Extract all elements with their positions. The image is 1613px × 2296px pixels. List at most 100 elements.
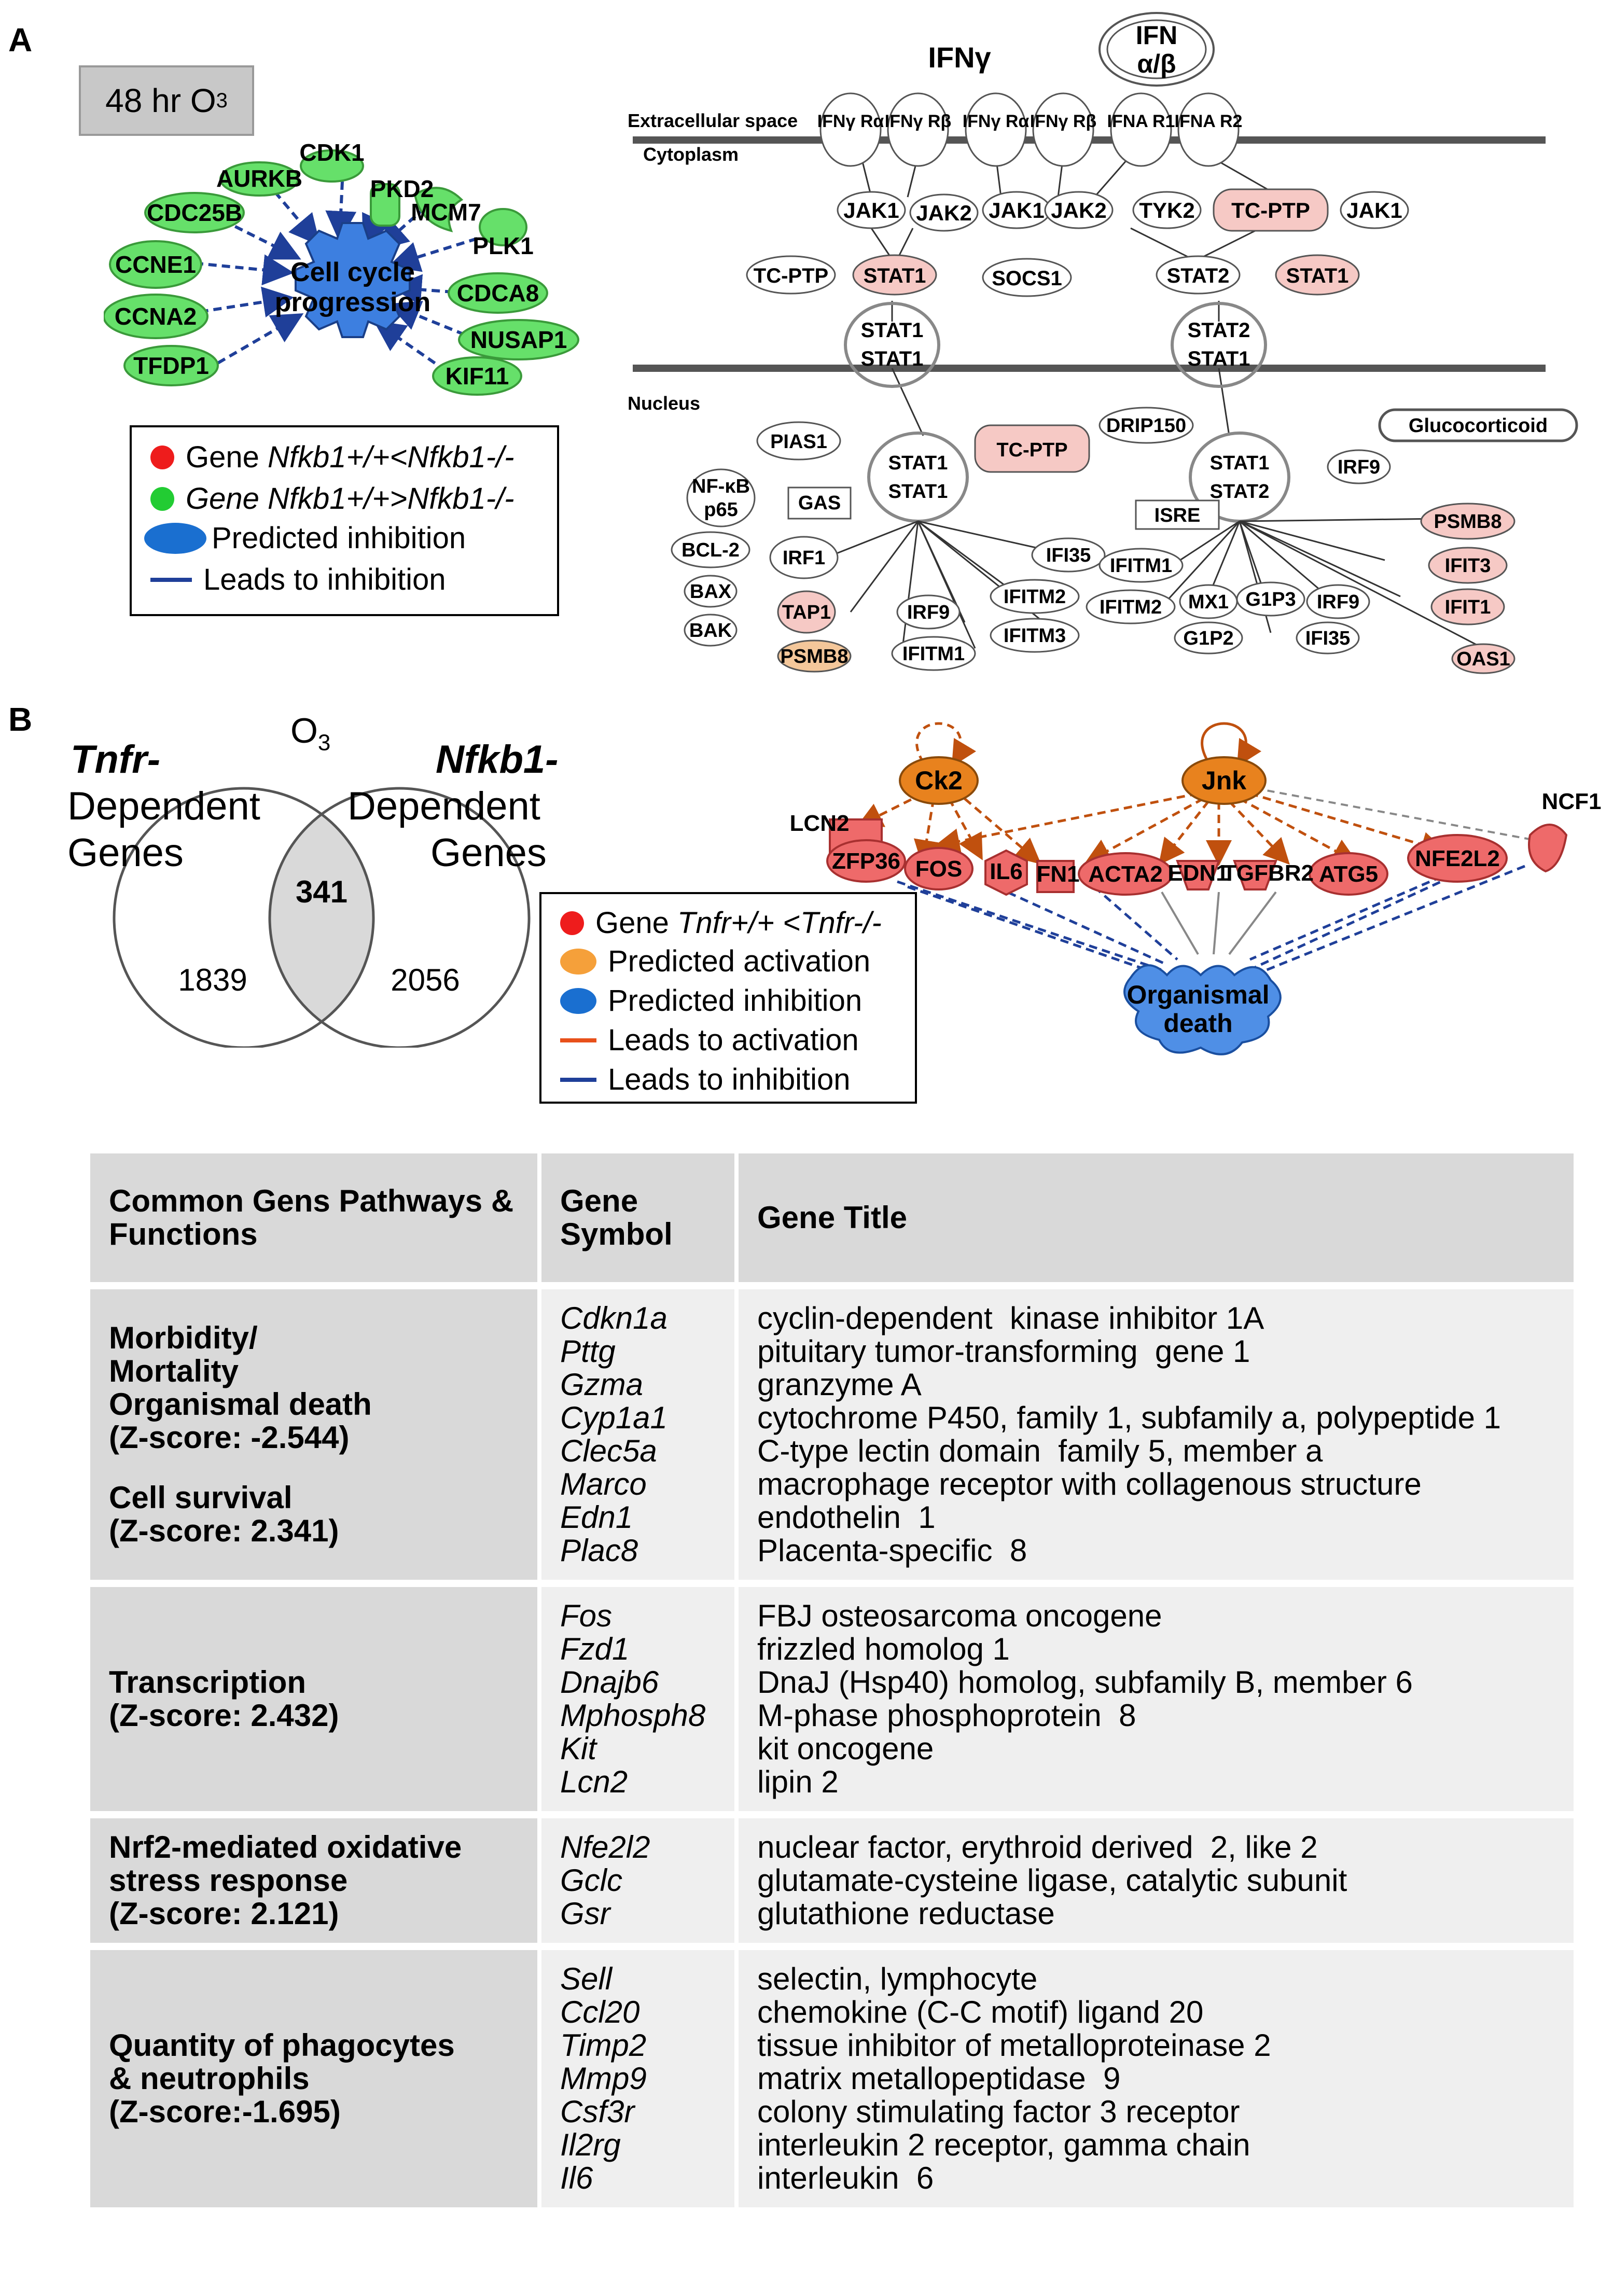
gene-symbol: Mphosph8 xyxy=(560,1698,706,1733)
gene-label-cdc25b: CDC25B xyxy=(147,199,242,226)
nuc-left-tap1: TAP1 xyxy=(782,602,831,623)
ifnab-node xyxy=(1098,12,1215,87)
receptor-label-2: IFNγ Rβ xyxy=(885,112,951,131)
legend-b-gene: Tnfr+/+ <Tnfr-/- xyxy=(677,906,882,940)
nuc-left-psmb8: PSMB8 xyxy=(781,646,849,667)
header-gene-title: Gene Title xyxy=(739,1153,1574,1282)
gene-node-nusap1 xyxy=(458,319,579,360)
receptor-label-1: IFNγ Rα xyxy=(817,112,884,131)
venn-right-title: Nfkb1- xyxy=(436,737,559,782)
nuc-left-bcl2: BCL-2 xyxy=(682,539,740,561)
legend-b-prefix: Gene xyxy=(595,906,677,940)
legend-b-leads-activation: Leads to activation xyxy=(608,1023,859,1057)
gene-title: interleukin 6 xyxy=(757,2161,934,2195)
nuc-right-g1p2: G1P2 xyxy=(1183,628,1233,649)
gene-symbol: Mmp9 xyxy=(560,2061,647,2096)
o3-subscript: 3 xyxy=(317,730,331,756)
gene-node-cdk1 xyxy=(300,149,364,183)
gene-node-mcm7 xyxy=(413,187,464,232)
gene-node-aurkb xyxy=(219,161,299,197)
nuc-right-ifit1: IFIT1 xyxy=(1445,596,1491,618)
gene-title: pituitary tumor-transforming gene 1 xyxy=(757,1334,1250,1369)
acta2-label: ACTA2 xyxy=(1088,861,1162,887)
legend-b-item-leads-activation: Leads to activation xyxy=(560,1023,859,1057)
legend-a-item-red: Gene Nfkb1+/+<Nfkb1-/- xyxy=(150,440,515,475)
nuc-right-isre: ISRE xyxy=(1155,505,1201,526)
pathway-line: Mortality xyxy=(109,1354,239,1388)
gene-label-tfdp1: TFDP1 xyxy=(133,352,209,379)
gene-title: macrophage receptor with collagenous str… xyxy=(757,1467,1422,1501)
ifnab-label-1: IFN xyxy=(1136,21,1178,50)
header-pathways: Common Gens Pathways & Functions xyxy=(90,1153,537,1282)
nuc-right-ifit3: IFIT3 xyxy=(1445,555,1491,577)
pathway-line: (Z-score: -2.544) xyxy=(109,1420,350,1455)
nuc-left-bax: BAX xyxy=(690,581,732,603)
gene-title: glutamate-cysteine ligase, catalytic sub… xyxy=(757,1863,1347,1898)
nuc-right-glucocorticoid: Glucocorticoid xyxy=(1409,415,1548,437)
lcn2-label: LCN2 xyxy=(790,811,850,836)
jnk-label: Jnk xyxy=(1202,766,1246,795)
orange-ellipse-icon xyxy=(560,948,596,975)
venn-overlap xyxy=(270,788,373,1048)
gene-symbol: Lcn2 xyxy=(560,1764,628,1799)
atg5-node xyxy=(1309,852,1388,896)
dimer-left-2: STAT1 xyxy=(861,347,924,370)
pathway-line: (Z-score: 2.341) xyxy=(109,1513,339,1548)
venn-left-sub1: Dependent xyxy=(67,784,260,828)
pathway-line: Transcription xyxy=(109,1665,307,1700)
edn1-node xyxy=(1176,860,1220,890)
gene-node-plk1 xyxy=(479,208,527,246)
legend-b-item-red: Gene Tnfr+/+ <Tnfr-/- xyxy=(560,906,882,940)
nuc-right-mx1: MX1 xyxy=(1188,591,1229,613)
acta2-node xyxy=(1078,852,1173,896)
organismal-death-network: Ck2 Jnk LCN2 ZFP36 FOS IL6 FN1 ACTA2 EDN… xyxy=(790,722,1602,1055)
pathway-line: (Z-score: 2.432) xyxy=(109,1698,339,1733)
gene-title-cell: nuclear factor, erythroid derived 2, lik… xyxy=(739,1818,1574,1943)
pathway-line: Quantity of phagocytes xyxy=(109,2028,455,2063)
il6-label: IL6 xyxy=(990,859,1023,884)
header-gene-symbol: Gene Symbol xyxy=(541,1153,734,1282)
gene-symbol: Marco xyxy=(560,1467,647,1501)
gene-symbol: Plac8 xyxy=(560,1533,638,1568)
gene-symbol: Il6 xyxy=(560,2161,593,2195)
nuc-right-stat1: STAT1 xyxy=(1210,452,1270,474)
ncf1-label: NCF1 xyxy=(1542,789,1602,814)
venn-right-sub2: Genes xyxy=(430,831,547,875)
ck2-label: Ck2 xyxy=(915,766,963,795)
nuc-left-p65: p65 xyxy=(704,499,738,521)
gene-label-nusap1: NUSAP1 xyxy=(470,326,567,353)
gene-symbol: Timp2 xyxy=(560,2028,647,2063)
gene-title: granzyme A xyxy=(757,1367,922,1402)
legend-a-item-inhibition: Predicted inhibition xyxy=(144,521,466,555)
ncf1-node xyxy=(1528,824,1568,873)
gene-title: cytochrome P450, family 1, subfamily a, … xyxy=(757,1400,1501,1435)
nuc-right-psmb8: PSMB8 xyxy=(1434,511,1502,533)
gene-symbol: Gclc xyxy=(560,1863,622,1898)
nuc-right-g1p3: G1P3 xyxy=(1245,589,1296,610)
nuc-right-ifitm1: IFITM1 xyxy=(1110,555,1172,577)
gene-title: kit oncogene xyxy=(757,1731,934,1766)
gene-node-kif11 xyxy=(432,356,522,396)
nuc-left-ifitm1: IFITM1 xyxy=(902,643,965,665)
tgfbr2-label: TGFBR2 xyxy=(1222,860,1314,886)
gene-symbol: Ccl20 xyxy=(560,1995,640,2029)
gene-symbol: Gzma xyxy=(560,1367,644,1402)
receptor-label-4: IFNγ Rβ xyxy=(1030,112,1096,131)
pathway-line: Cell survival xyxy=(109,1480,293,1515)
kinase-label-6: TC-PTP xyxy=(1231,198,1310,222)
zfp36-node xyxy=(826,839,906,883)
atg5-label: ATG5 xyxy=(1319,861,1378,887)
nuc-left-pias1: PIAS1 xyxy=(770,431,827,453)
gene-label-aurkb: AURKB xyxy=(216,165,302,192)
tgfbr2-node xyxy=(1233,860,1277,890)
blue-line-icon xyxy=(560,1077,596,1082)
nfe2l2-label: NFE2L2 xyxy=(1415,846,1500,871)
dimer-right-2: STAT1 xyxy=(1188,347,1250,370)
